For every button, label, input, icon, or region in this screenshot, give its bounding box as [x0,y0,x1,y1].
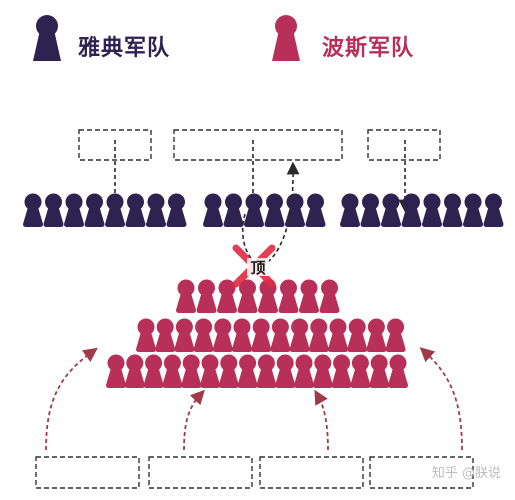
clash-label: 顶 [250,259,265,277]
persia-reserve-box-4 [369,456,474,489]
persia-soldier-pawn-icon [232,318,252,352]
athens-soldier-pawn-icon [166,193,187,227]
athens-soldier-pawn-icon [340,193,360,227]
athens-soldier-pawn-icon [146,193,166,227]
persia-soldier-pawn-icon [312,354,333,388]
athens-soldier-pawn-icon [84,193,105,227]
athens-soldier-pawn-icon [442,193,463,227]
athens-command-box-center [173,129,343,161]
athens-soldier-pawn-icon [305,193,326,227]
persia-soldier-pawn-icon [385,318,406,352]
athens-soldier-pawn-icon [264,193,285,227]
persia-soldier-pawn-icon [124,354,145,388]
athens-soldier-pawn-icon [64,193,84,227]
persia-formation [106,279,408,388]
athens-soldier-pawn-icon [401,193,422,227]
persia-soldier-pawn-icon [193,318,214,352]
persia-soldier-pawn-icon [200,354,220,388]
persia-soldier-pawn-icon [181,354,202,388]
reinforce-arrow-left-center [183,389,205,451]
clash-push-arrow-in [241,213,263,267]
persia-soldier-pawn-icon [196,279,217,313]
persia-soldier-pawn-icon [218,354,239,388]
persia-reserve-box-1 [35,456,140,489]
persia-soldier-pawn-icon [289,318,310,352]
persia-soldier-pawn-icon [143,354,164,388]
athens-command-box-right [367,129,441,161]
persia-soldier-pawn-icon [251,318,272,352]
persia-soldier-pawn-icon [319,279,340,313]
persia-soldier-pawn-icon [369,354,390,388]
persia-soldier-pawn-icon [256,354,277,388]
legend-athens-marker [33,15,61,61]
persia-soldier-pawn-icon [212,318,233,352]
reinforce-arrow-right-center [314,389,329,451]
persia-soldier-pawn-icon [275,354,296,388]
persia-soldier-pawn-icon [174,318,195,352]
athens-soldier-pawn-icon [105,193,125,227]
athens-soldier-pawn-icon [43,193,64,227]
persia-soldier-pawn-icon [331,354,352,388]
athens-soldier-pawn-icon [203,193,223,227]
legend-persia-marker [272,15,300,61]
persia-soldier-pawn-icon [366,318,387,352]
persia-soldier-pawn-icon [350,354,371,388]
legend-athens-label: 雅典军队 [78,36,171,61]
persia-soldier-pawn-icon [388,354,408,388]
persia-soldier-pawn-icon [155,318,176,352]
persia-soldier-pawn-icon [308,318,329,352]
athens-soldier-pawn-icon [244,193,264,227]
persia-reserve-box-3 [259,456,364,489]
athens-soldier-pawn-icon [285,193,305,227]
persia-soldier-pawn-icon [278,279,299,313]
athens-soldier-pawn-icon [483,193,504,227]
athens-soldier-pawn-icon [360,193,381,227]
persia-soldier-pawn-icon [237,354,258,388]
persia-soldier-pawn-icon [176,279,196,313]
athens-formation [23,193,504,227]
watermark: 知乎 @朕说 [431,466,501,481]
reinforce-arrow-left-flank [45,347,98,451]
persia-soldier-pawn-icon [299,279,319,313]
athens-soldier-pawn-icon [223,193,244,227]
persia-soldier-pawn-icon [237,279,258,313]
persia-soldier-pawn-icon [328,318,348,352]
persia-soldier-pawn-icon [162,354,183,388]
reinforce-arrow-right-flank [419,347,463,451]
legend-persia-label: 波斯军队 [322,36,415,61]
athens-soldier-pawn-icon [422,193,442,227]
persia-reserve-box-2 [148,456,253,489]
persia-soldier-pawn-icon [294,354,314,388]
athens-command-box-left [78,129,152,161]
athens-soldier-pawn-icon [463,193,483,227]
persia-soldier-pawn-icon [347,318,368,352]
athens-soldier-pawn-icon [125,193,146,227]
athens-soldier-pawn-icon [23,193,43,227]
athens-soldier-pawn-icon [381,193,401,227]
persia-soldier-pawn-icon [106,354,126,388]
persia-soldier-pawn-icon [136,318,156,352]
persia-soldier-pawn-icon [217,279,237,313]
persia-soldier-pawn-icon [270,318,291,352]
